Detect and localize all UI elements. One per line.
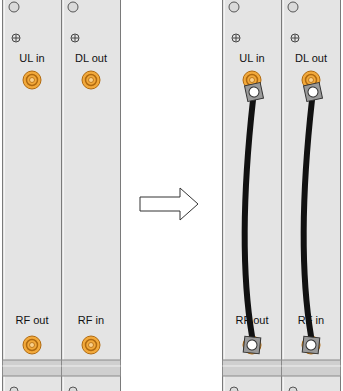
module-panel — [282, 0, 341, 391]
port-label: DL out — [62, 51, 120, 65]
rf-connector — [302, 336, 320, 354]
jumper-cable — [245, 100, 253, 336]
rf-connector — [82, 71, 100, 89]
module-panel — [62, 0, 121, 391]
port-label: UL in — [3, 51, 61, 65]
cable-plug — [304, 83, 323, 102]
jumper-cable — [304, 100, 312, 336]
port-label: DL out — [282, 51, 340, 65]
rf-connector — [23, 71, 41, 89]
port-label: RF out — [223, 313, 281, 327]
port-label: RF in — [62, 313, 120, 327]
module-panel — [3, 0, 62, 391]
port-label: RF out — [3, 313, 61, 327]
rf-connector — [243, 336, 261, 354]
module-panel — [223, 0, 282, 391]
port-label: RF in — [282, 313, 340, 327]
cable-plug — [245, 83, 264, 102]
step-arrow — [140, 188, 198, 220]
port-label: UL in — [223, 51, 281, 65]
cable-plug — [243, 336, 261, 354]
rf-connector — [82, 336, 100, 354]
rf-connector — [23, 336, 41, 354]
cable-plug — [302, 336, 320, 354]
